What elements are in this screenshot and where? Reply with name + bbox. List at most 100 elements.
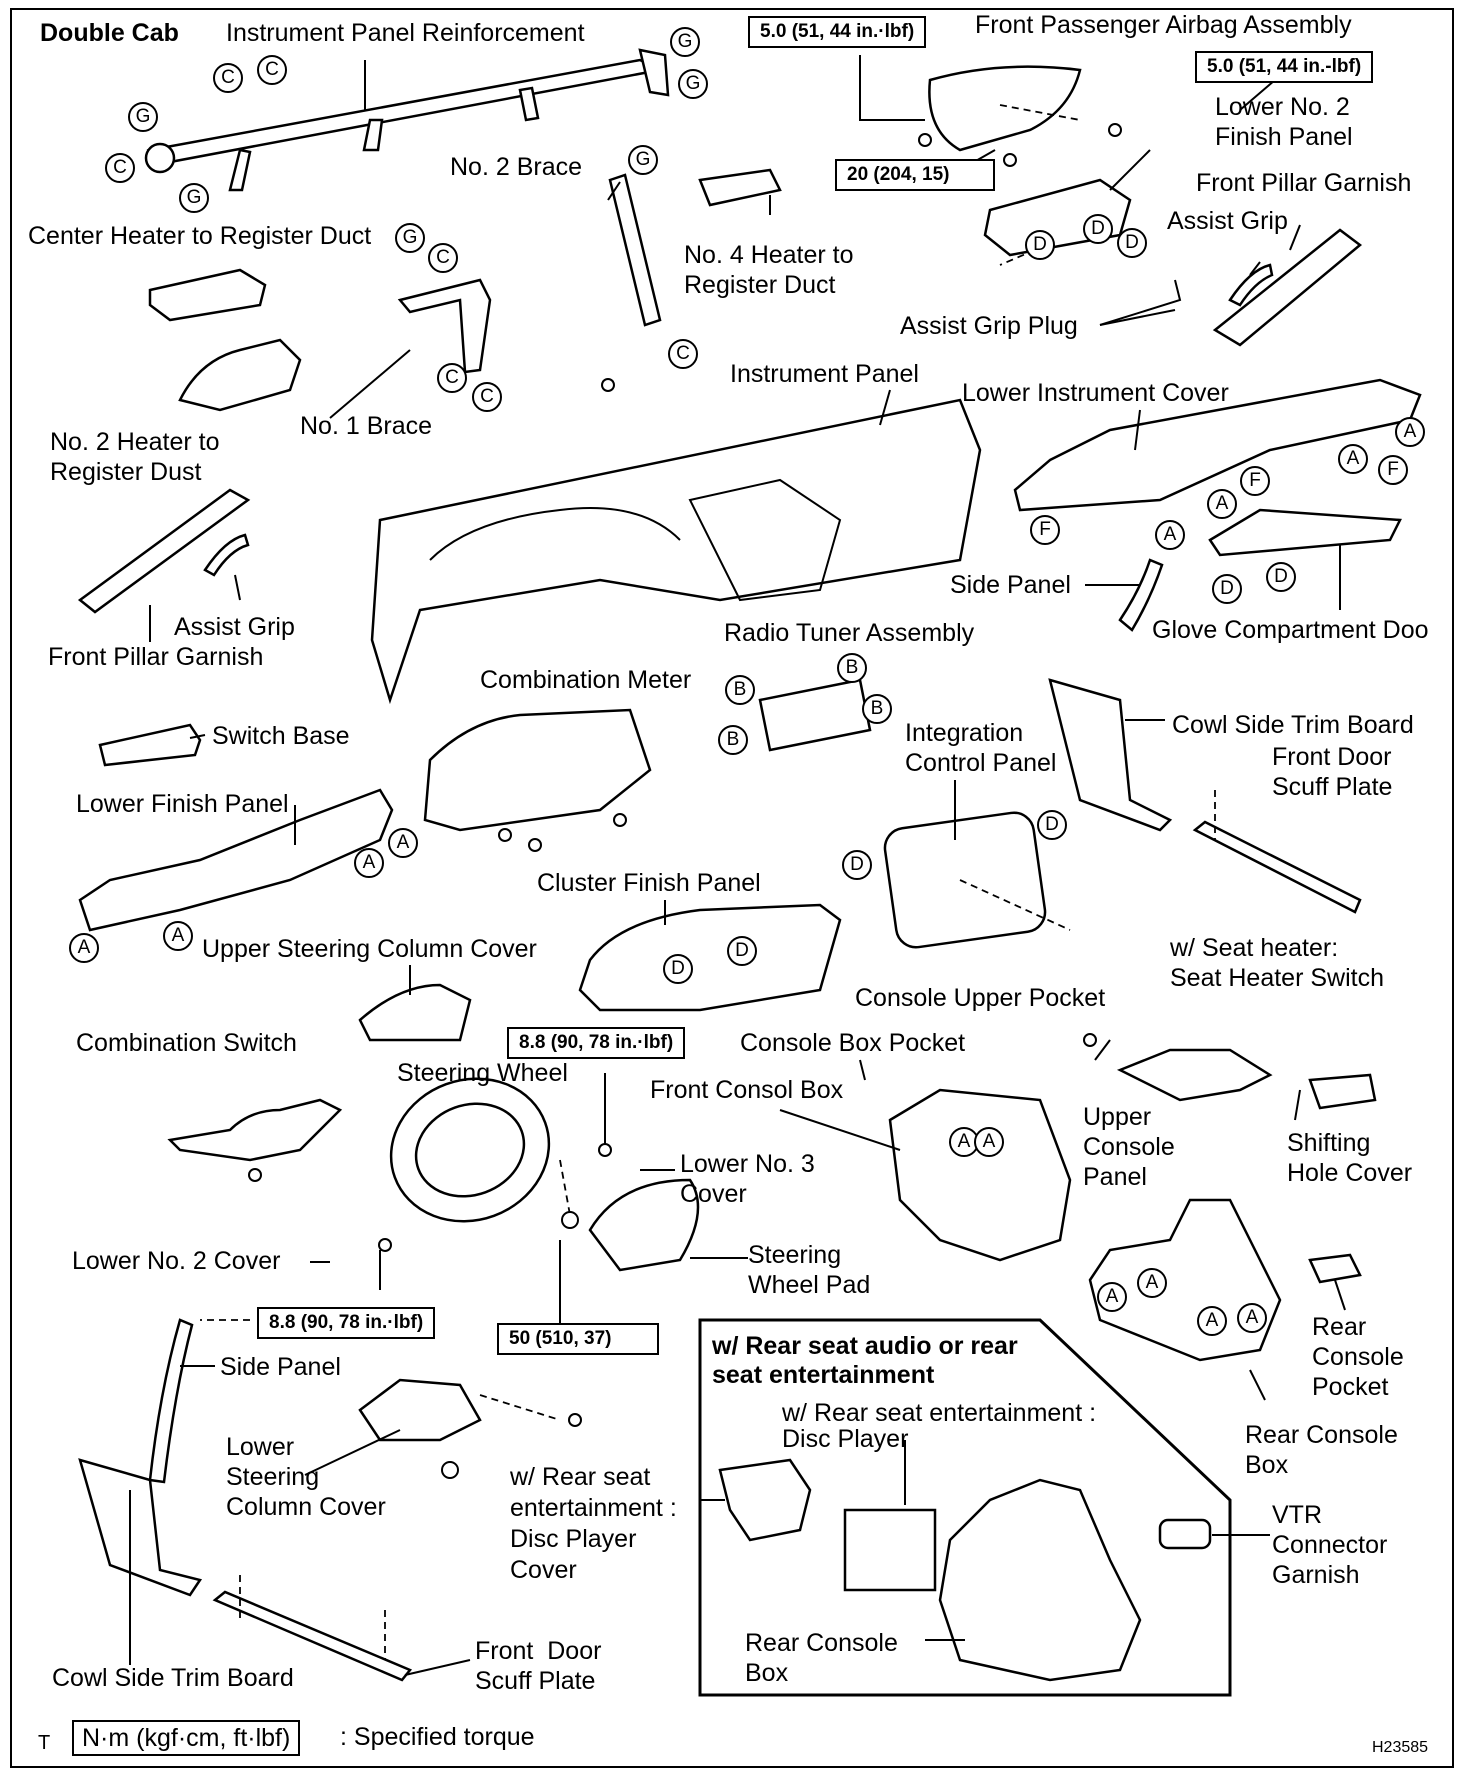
clip-letter-a: A — [1338, 444, 1368, 474]
label-no1-brace: No. 1 Brace — [300, 412, 433, 440]
label-front-door-scuff-left: Front Door Scuff Plate — [475, 1637, 602, 1695]
cowl-side-trim-right-drawing — [1048, 678, 1173, 832]
instrument-panel-drawing — [370, 398, 982, 705]
inset-border — [698, 1318, 1232, 1697]
clip-letter-f: F — [1378, 455, 1408, 485]
label-combination-meter: Combination Meter — [480, 666, 692, 694]
label-no4-heater-duct: No. 4 Heater to Register Duct — [684, 241, 854, 299]
label-rear-console-box-right: Rear Console Box — [1245, 1421, 1398, 1479]
clip-letter-c: C — [437, 363, 467, 393]
clip-letter-g: G — [670, 27, 700, 57]
clip-letter-a: A — [974, 1127, 1004, 1157]
clip-letter-a: A — [1395, 417, 1425, 447]
no1-brace-drawing — [397, 278, 492, 374]
label-no2-heater-dust: No. 2 Heater to Register Dust — [50, 428, 220, 486]
clip-letter-d: D — [663, 954, 693, 984]
airbag-drawing — [928, 65, 1082, 152]
clip-letter-a: A — [1155, 520, 1185, 550]
torque-airbag-right: 5.0 (51, 44 in.-lbf) — [1195, 51, 1374, 83]
rear-console-box-inset-drawing — [938, 1478, 1142, 1682]
label-rear-console-box-inset: Rear Console Box — [745, 1629, 898, 1687]
label-radio-tuner: Radio Tuner Assembly — [724, 619, 975, 647]
torque-airbag-upper: 5.0 (51, 44 in.·lbf) — [748, 16, 927, 48]
label-rear-console-pocket: Rear Console Pocket — [1312, 1313, 1404, 1401]
label-lower-no2-finish-panel: Lower No. 2 Finish Panel — [1215, 93, 1353, 151]
figure-code: H23585 — [1372, 1739, 1429, 1756]
front-console-box-drawing — [888, 1088, 1072, 1262]
clip-letter-a: A — [1097, 1282, 1127, 1312]
no2-brace-drawing — [608, 173, 662, 327]
torque-lower-no3: 8.8 (90, 78 in.·lbf) — [507, 1027, 686, 1059]
label-side-panel-right: Side Panel — [950, 571, 1071, 599]
label-switch-base: Switch Base — [212, 722, 350, 750]
clip-letter-d: D — [1083, 214, 1113, 244]
clip-letter-d: D — [1025, 230, 1055, 260]
label-steering-wheel: Steering Wheel — [397, 1059, 568, 1087]
clip-letter-c: C — [428, 243, 458, 273]
clip-letter-c: C — [257, 55, 287, 85]
clip-letter-b: B — [718, 725, 748, 755]
clip-letter-a: A — [69, 933, 99, 963]
front-pillar-garnish-left-drawing — [77, 488, 251, 614]
label-assist-grip-plug: Assist Grip Plug — [900, 312, 1078, 340]
label-lower-finish-panel: Lower Finish Panel — [76, 790, 289, 818]
clip-letter-c: C — [472, 382, 502, 412]
clip-letter-a: A — [1197, 1306, 1227, 1336]
clip-letter-d: D — [1212, 574, 1242, 604]
integration-control-drawing — [883, 811, 1047, 949]
legend-prefix: T — [38, 1732, 51, 1754]
clip-letter-a: A — [354, 848, 384, 878]
clip-letter-a: A — [1207, 489, 1237, 519]
clip-letter-a: A — [1137, 1268, 1167, 1298]
label-instrument-panel: Instrument Panel — [730, 360, 919, 388]
label-lower-no3-cover: Lower No. 3 Cover — [680, 1150, 815, 1208]
shifting-hole-cover-drawing — [1308, 1073, 1377, 1110]
disc-player-cover-drawing — [718, 1458, 812, 1542]
combination-switch-drawing — [167, 1098, 343, 1162]
clip-letter-d: D — [1117, 228, 1147, 258]
clip-letter-b: B — [725, 675, 755, 705]
lower-finish-panel-drawing — [78, 788, 394, 932]
label-cowl-side-trim-left: Cowl Side Trim Board — [52, 1664, 294, 1692]
label-front-door-scuff-right: Front Door Scuff Plate — [1272, 743, 1393, 801]
label-front-passenger-airbag: Front Passenger Airbag Assembly — [975, 11, 1352, 39]
clip-letter-c: C — [668, 339, 698, 369]
clip-letter-a: A — [163, 921, 193, 951]
rear-console-pocket-drawing — [1308, 1253, 1362, 1284]
label-combination-switch: Combination Switch — [76, 1029, 297, 1057]
label-front-pillar-garnish-left: Front Pillar Garnish — [48, 643, 264, 671]
clip-letter-g: G — [128, 102, 158, 132]
front-door-scuff-right-drawing — [1192, 820, 1362, 914]
label-disc-player: w/ Rear seat entertainment : Disc Player — [782, 1399, 1097, 1453]
label-assist-grip-left: Assist Grip — [174, 613, 295, 641]
disc-player-drawing — [843, 1508, 937, 1592]
rear-console-box-drawing — [1088, 1198, 1282, 1362]
bolts — [248, 123, 1122, 1479]
label-lower-steering-cover: Lower Steering Column Cover — [226, 1433, 386, 1521]
label-disc-player-cover: w/ Rear seat entertainment : Disc Player… — [510, 1463, 677, 1584]
upper-steering-cover-drawing — [358, 983, 472, 1042]
label-steering-wheel-pad: Steering Wheel Pad — [748, 1241, 871, 1299]
label-instrument-panel-reinforcement: Instrument Panel Reinforcement — [226, 19, 585, 47]
vtr-garnish-drawing — [1158, 1518, 1212, 1550]
label-cluster-finish-panel: Cluster Finish Panel — [537, 869, 761, 897]
clip-letter-g: G — [395, 223, 425, 253]
torque-lower-no2: 8.8 (90, 78 in.·lbf) — [257, 1307, 436, 1339]
label-front-pillar-garnish-right: Front Pillar Garnish — [1196, 169, 1412, 197]
clip-letter-b: B — [837, 653, 867, 683]
clip-letter-g: G — [628, 145, 658, 175]
clip-letter-a: A — [388, 828, 418, 858]
label-upper-console-panel: Upper Console Panel — [1083, 1103, 1175, 1191]
label-console-upper-pocket: Console Upper Pocket — [855, 984, 1106, 1012]
legend-unit-box: N·m (kgf·cm, ft·lbf) — [72, 1720, 301, 1756]
label-shifting-hole-cover: Shifting Hole Cover — [1287, 1129, 1413, 1187]
label-integration-control: Integration Control Panel — [905, 719, 1057, 777]
label-center-heater-duct: Center Heater to Register Duct — [28, 222, 372, 250]
clip-letter-f: F — [1030, 515, 1060, 545]
label-no2-brace: No. 2 Brace — [450, 153, 583, 181]
label-cowl-side-trim-right: Cowl Side Trim Board — [1172, 711, 1414, 739]
steering-wheel-pad-drawing — [588, 1178, 700, 1272]
center-heater-duct-drawing — [148, 268, 267, 322]
label-front-console-box: Front Consol Box — [650, 1076, 844, 1104]
